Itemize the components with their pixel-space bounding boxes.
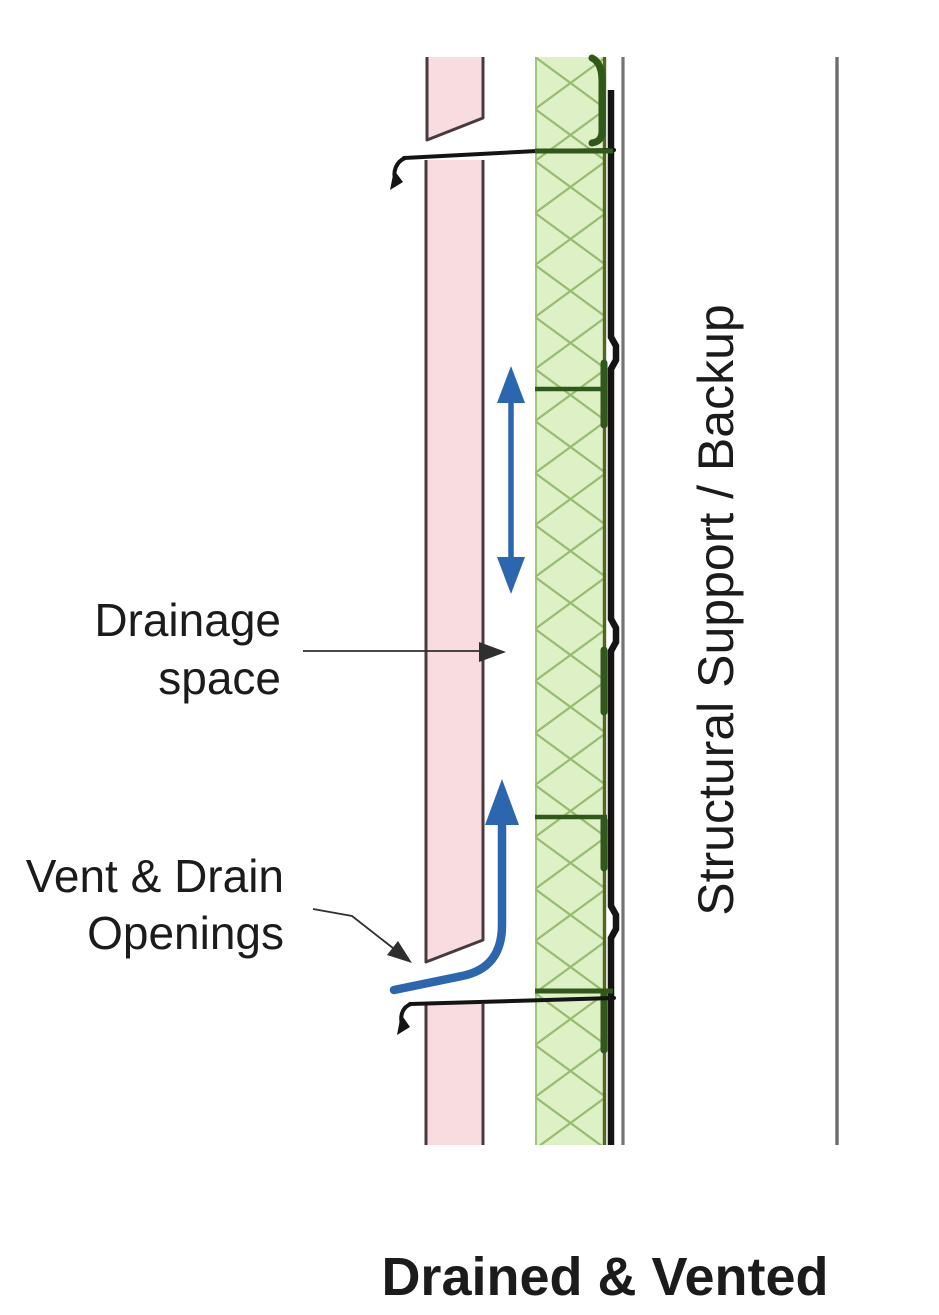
down-arrowhead-icon — [497, 557, 525, 594]
airflow-arrowheads — [485, 366, 525, 825]
cladding-panels — [426, 57, 483, 1145]
diagram-title: Drained & Vented — [381, 1247, 828, 1307]
insulation-hatch — [535, 57, 606, 1145]
insulation-layer — [535, 57, 607, 1145]
membrane-line — [607, 90, 620, 1145]
vent-leader-line — [312, 908, 399, 953]
top-drip-barb — [390, 170, 403, 190]
bottom-flashing — [408, 996, 616, 1006]
vent-leader-arrowhead-icon — [387, 941, 412, 963]
cladding-panel-middle — [426, 160, 483, 962]
vent-arrowhead-icon — [485, 779, 519, 825]
up-arrowhead-icon — [497, 366, 525, 403]
insulation-clips — [588, 54, 608, 1054]
drainage-space-region — [483, 57, 535, 1145]
top-j-flashing — [588, 54, 606, 147]
cladding-panel-bottom — [426, 1004, 483, 1145]
vent-airflow-arrow-shaft — [389, 817, 507, 995]
bottom-drip-barb — [397, 1014, 410, 1035]
structural-support-label: Structural Support / Backup — [688, 304, 744, 915]
drainage-space-label-line2: space — [158, 652, 281, 704]
cladding-middle-edge — [424, 160, 485, 964]
cladding-panel-top — [427, 57, 483, 140]
vent-drain-label-line1: Vent & Drain — [26, 850, 284, 902]
drip-hook-barbs — [390, 170, 410, 1035]
leader-arrowheads — [387, 642, 506, 963]
drainage-space-label-line1: Drainage — [94, 594, 281, 646]
flashing-green-overlays — [535, 148, 613, 994]
text-labels: Drainage space Vent & Drain Openings Str… — [26, 304, 829, 1307]
cladding-bottom-edge — [424, 1004, 485, 1145]
cladding-panel-edges — [424, 57, 485, 1145]
drainage-leader-arrowhead-icon — [479, 642, 506, 662]
cladding-top-edge — [425, 57, 485, 142]
airflow-arrows — [389, 399, 514, 995]
vent-drain-label-line2: Openings — [87, 907, 284, 959]
leader-lines — [303, 650, 481, 953]
